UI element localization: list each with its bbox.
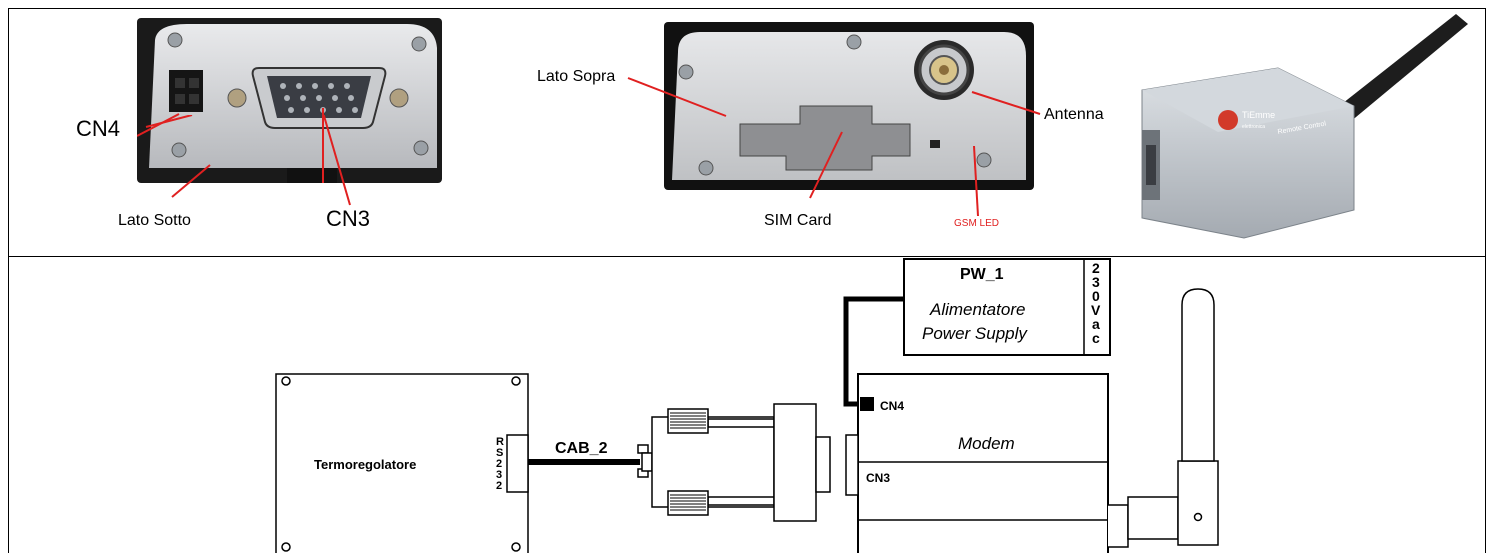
modem-device-illustration: TiEmme elettronica Remote Control bbox=[1128, 10, 1484, 246]
antenna-illustration bbox=[1108, 289, 1218, 547]
device-brand: TiEmme bbox=[1242, 110, 1275, 120]
cable-label: CAB_2 bbox=[555, 440, 608, 457]
power-supply-line1: Alimentatore bbox=[929, 300, 1025, 319]
voltage-char: c bbox=[1092, 330, 1100, 346]
photo2-callout-arrows bbox=[600, 70, 1060, 230]
db9-connector-illustration bbox=[638, 404, 830, 521]
modem-cn4-label: CN4 bbox=[880, 399, 904, 413]
controller-title: Termoregolatore bbox=[314, 457, 416, 472]
photo-device: TiEmme elettronica Remote Control bbox=[1128, 10, 1484, 246]
power-supply-line2: Power Supply bbox=[922, 324, 1028, 343]
modem-title: Modem bbox=[958, 434, 1015, 453]
modem-cn3-label: CN3 bbox=[866, 471, 890, 485]
power-supply-title: PW_1 bbox=[960, 266, 1004, 283]
rs232-char: 2 bbox=[496, 480, 502, 492]
controller-rs232-port bbox=[507, 435, 528, 492]
voltage-label: 2 3 0 V a c bbox=[1091, 260, 1101, 346]
modem-cn4-port bbox=[860, 397, 874, 411]
wiring-diagram: PW_1 Alimentatore Power Supply 2 3 0 V a… bbox=[0, 257, 1493, 553]
device-brand-sub: elettronica bbox=[1242, 124, 1265, 130]
modem-cn3-port bbox=[846, 435, 858, 495]
photo1-callout-arrows bbox=[110, 115, 370, 225]
